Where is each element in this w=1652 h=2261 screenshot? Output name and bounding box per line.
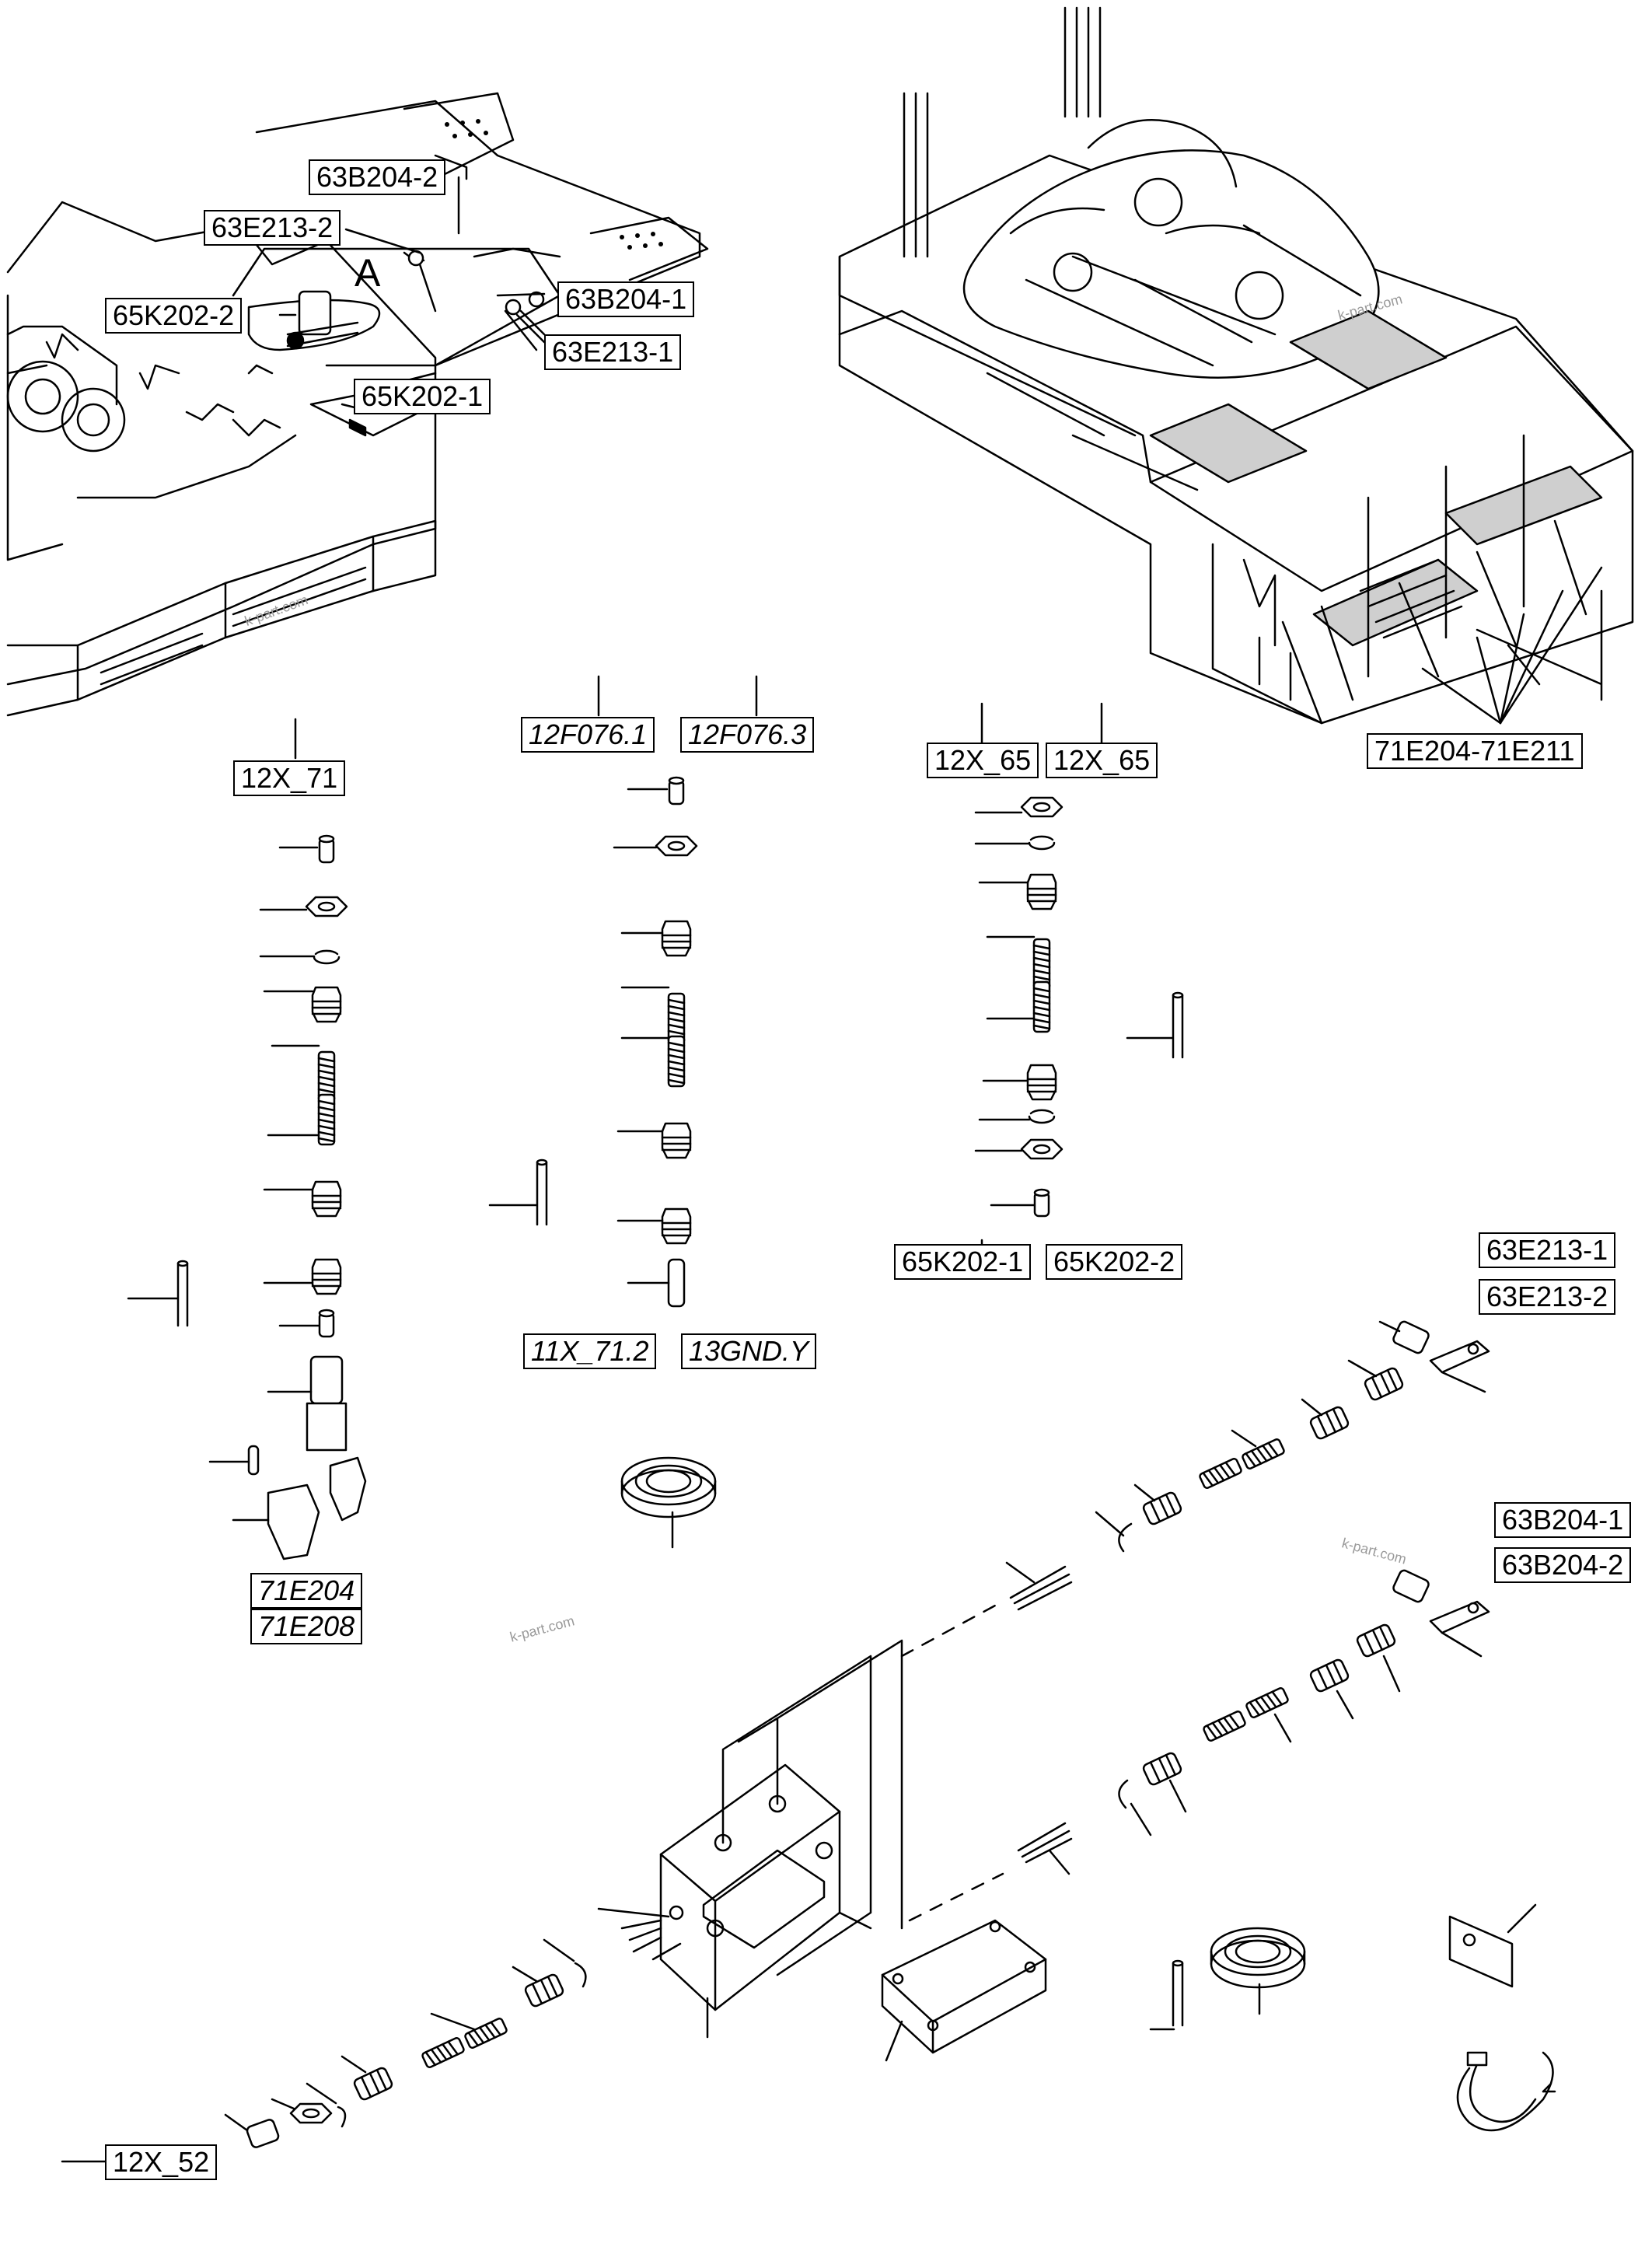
connector-12X65-parts: [974, 702, 1184, 1249]
label-12F076-1: 12F076.1: [521, 717, 655, 753]
cable-gland-assemblies: [900, 1320, 1490, 1922]
label-65K202-1-mid: 65K202-1: [894, 1244, 1032, 1280]
label-11X-71-2: 11X_71.2: [523, 1333, 657, 1369]
connector-12X71-parts: [127, 718, 367, 1560]
label-71E204: 71E204: [250, 1573, 363, 1609]
label-63B204-2-top: 63B204-2: [309, 159, 446, 195]
frame-view: [838, 6, 1634, 725]
label-63B204-1-right: 63B204-1: [1494, 1502, 1632, 1538]
label-12X-65-a: 12X_65: [927, 743, 1039, 778]
label-65K202-1-top: 65K202-1: [354, 379, 491, 414]
label-63B204-1-top: 63B204-1: [557, 281, 695, 317]
junction-box: [597, 1639, 1047, 2062]
label-71E208: 71E208: [250, 1609, 363, 1644]
label-71E204-71E211: 71E204-71E211: [1367, 733, 1583, 769]
misc-parts: [1149, 1903, 1556, 2132]
label-65K202-2-mid: 65K202-2: [1046, 1244, 1183, 1280]
label-13GND-Y: 13GND.Y: [681, 1333, 817, 1369]
view-marker-a: A: [354, 251, 381, 295]
label-12F076-3: 12F076.3: [680, 717, 815, 753]
fuse-12F076-parts: [488, 675, 758, 1549]
label-63E213-2-top: 63E213-2: [204, 210, 341, 246]
label-12X-52: 12X_52: [105, 2144, 218, 2180]
label-63E213-2-right: 63E213-2: [1479, 1279, 1616, 1315]
connector-12X52-parts: [61, 1938, 587, 2163]
label-65K202-2-top: 65K202-2: [105, 298, 243, 334]
label-63E213-1-top: 63E213-1: [544, 334, 682, 370]
label-12X-71: 12X_71: [233, 760, 346, 796]
label-63B204-2-right: 63B204-2: [1494, 1547, 1632, 1583]
label-12X-65-b: 12X_65: [1046, 743, 1158, 778]
label-63E213-1-right: 63E213-1: [1479, 1232, 1616, 1268]
